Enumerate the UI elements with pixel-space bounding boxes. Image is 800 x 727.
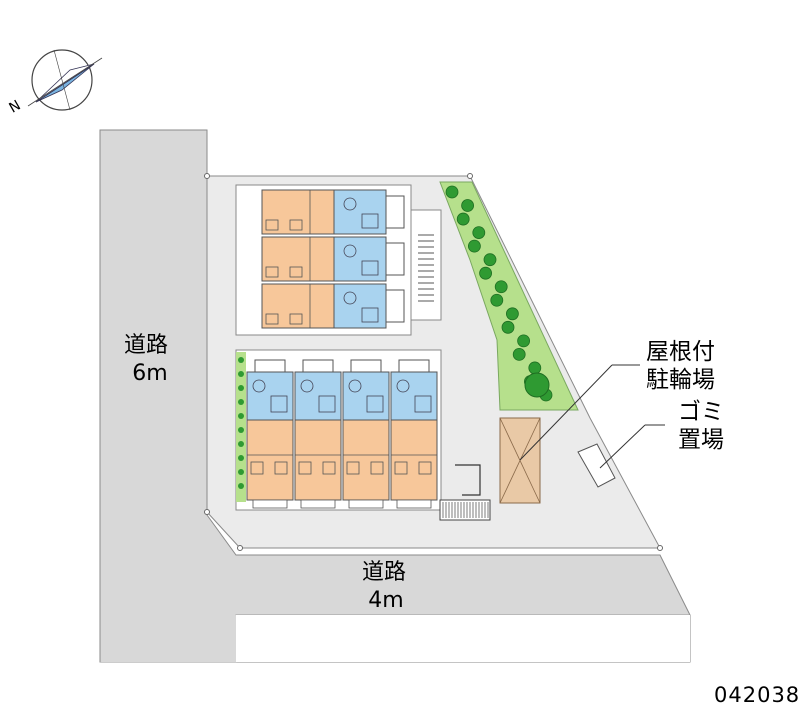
lower-unit-balcony (396, 499, 432, 509)
hedge-shrub (238, 399, 244, 405)
compass-icon (27, 49, 103, 111)
greenery-strip (439, 181, 579, 411)
lower-unit-entry (302, 359, 334, 373)
shrub (461, 199, 475, 212)
upper-unit-fixture (289, 313, 303, 325)
tree (524, 372, 550, 398)
garbage-label-line1: ゴミ (678, 399, 724, 425)
upper-unit-toilet (343, 291, 357, 305)
shrub (456, 212, 470, 226)
upper-unit-toilet (343, 244, 357, 258)
shrub (472, 226, 486, 240)
lower-unit-fixture (370, 461, 384, 475)
hedge-shrub (238, 483, 244, 489)
hedge-shrub (238, 469, 244, 475)
lower-unit-fixture (346, 461, 360, 475)
lower-unit-toilet (348, 379, 362, 393)
south-road-width: 4m (368, 588, 404, 613)
upper-unit-fixture (289, 266, 303, 278)
lower-unit-room (246, 419, 294, 501)
lower-unit-room (390, 419, 438, 501)
lower-unit-balcony (348, 499, 384, 509)
upper-unit-room (261, 283, 335, 329)
lower-unit-toilet (396, 379, 410, 393)
upper-unit-fixture (265, 266, 279, 278)
lower-unit-room (342, 419, 390, 501)
bicycle-parking-label-line2: 駐輪場 (646, 367, 715, 393)
property-code: 042038 (714, 683, 800, 707)
upper-unit-fixture (265, 313, 279, 325)
shrub (501, 320, 515, 334)
shrub (494, 280, 508, 294)
west-road-width: 6m (132, 361, 168, 386)
upper-unit-wet-area (333, 283, 387, 329)
upper-unit-bath (361, 307, 379, 323)
hedge-shrub (238, 385, 244, 391)
upper-unit-entry (385, 195, 405, 229)
shrub (479, 266, 493, 280)
upper-unit-entry (385, 242, 405, 276)
upper-unit-bath (361, 213, 379, 229)
hedge-shrub (238, 357, 244, 363)
lot-corner-markers (204, 173, 663, 551)
hedge-shrub (238, 413, 244, 419)
upper-unit-toilet (343, 197, 357, 211)
upper-unit-fixture (265, 219, 279, 231)
lower-unit-balcony (252, 499, 288, 509)
lower-unit-fixture (298, 461, 312, 475)
lower-unit-toilet (252, 379, 266, 393)
shrub (490, 293, 504, 307)
lower-unit-bath (318, 395, 336, 413)
hedge-shrub (238, 455, 244, 461)
lower-unit-fixture (322, 461, 336, 475)
lower-unit-fixture (418, 461, 432, 475)
lower-unit-fixture (274, 461, 288, 475)
garbage-label-line2: 置場 (678, 427, 724, 453)
lower-unit-entry (254, 359, 286, 373)
lower-unit-bath (366, 395, 384, 413)
upper-unit-bath (361, 260, 379, 276)
garbage-leader (599, 424, 646, 469)
upper-unit-room (261, 189, 335, 235)
west-road-name: 道路 (124, 333, 169, 358)
lower-unit-entry (350, 359, 382, 373)
bike-parking-leader (519, 364, 613, 461)
lower-unit-fixture (394, 461, 408, 475)
hedge-shrub (238, 371, 244, 377)
lower-unit-toilet (300, 379, 314, 393)
upper-unit-fixture (289, 219, 303, 231)
lower-unit-fixture (250, 461, 264, 475)
upper-unit-entry (385, 289, 405, 323)
shrub (483, 253, 497, 267)
drain-grate (439, 499, 491, 521)
upper-unit-room (261, 236, 335, 282)
shrub (528, 361, 542, 375)
shrub (506, 307, 519, 321)
lower-unit-balcony (300, 499, 336, 509)
lower-unit-bath (414, 395, 432, 413)
shrub (512, 347, 526, 361)
bicycle-parking-label-line1: 屋根付 (646, 339, 715, 365)
hedge-shrub (238, 427, 244, 433)
hedge-shrub (238, 441, 244, 447)
lower-unit-room (294, 419, 342, 501)
south-road-name: 道路 (362, 560, 407, 585)
upper-unit-wet-area (333, 189, 387, 235)
lower-unit-bath (270, 395, 288, 413)
garbage-area (577, 443, 616, 488)
upper-unit-wet-area (333, 236, 387, 282)
shrub (445, 185, 459, 199)
shrub (467, 239, 481, 253)
lower-unit-entry (398, 359, 430, 373)
shrub (517, 334, 530, 348)
